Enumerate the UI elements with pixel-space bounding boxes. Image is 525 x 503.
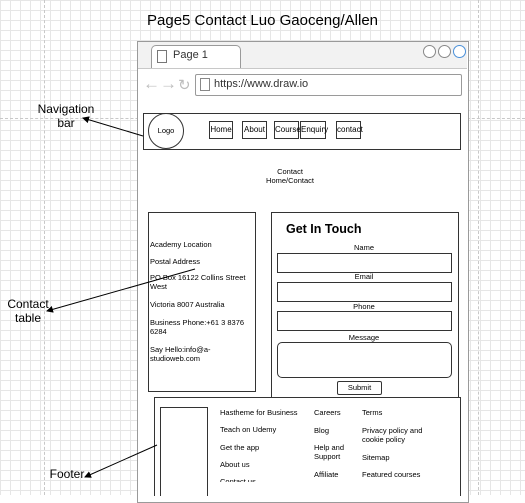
nav-enquiry-button[interactable]: Enquiry bbox=[300, 121, 328, 139]
refresh-icon[interactable]: ↻ bbox=[178, 77, 191, 94]
name-label: Name bbox=[353, 243, 374, 252]
nav-about-button[interactable]: About bbox=[242, 121, 267, 139]
footer-link[interactable]: Privacy policy and cookie policy bbox=[362, 426, 423, 444]
name-field[interactable] bbox=[277, 253, 452, 273]
footer-link[interactable]: Affiliate bbox=[314, 470, 339, 479]
nav-course-button[interactable]: Course bbox=[274, 121, 301, 139]
annotation-navigation-bar: Navigation bar bbox=[37, 102, 95, 130]
annotation-contact-table: Contact table bbox=[7, 297, 49, 325]
footer-link[interactable]: Blog bbox=[314, 426, 330, 435]
footer-link[interactable]: Help and Support bbox=[314, 443, 345, 461]
window-button-icon[interactable] bbox=[453, 45, 466, 58]
browser-tab[interactable] bbox=[151, 45, 241, 68]
page-icon bbox=[157, 50, 167, 63]
address-bar[interactable] bbox=[195, 74, 462, 96]
email-label: Email bbox=[354, 272, 374, 281]
footer-link[interactable]: Featured courses bbox=[362, 470, 421, 479]
nav-home-button[interactable]: Home bbox=[209, 121, 233, 139]
footer-logo-box bbox=[160, 407, 208, 496]
forward-arrow-icon[interactable]: → bbox=[160, 74, 177, 93]
back-arrow-icon[interactable]: ← bbox=[143, 74, 160, 93]
guide-line-vertical bbox=[478, 0, 479, 495]
contact-postal-address: PO Box 16122 Collins Street West bbox=[150, 273, 246, 291]
browser-tab-label: Page 1 bbox=[173, 49, 208, 61]
page-icon bbox=[200, 78, 210, 91]
phone-field[interactable] bbox=[277, 311, 452, 331]
footer-link[interactable]: Hastheme for Business bbox=[220, 408, 298, 417]
breadcrumb: Home/Contact bbox=[266, 176, 314, 185]
contact-region: Victoria 8007 Australia bbox=[150, 300, 225, 309]
footer-link[interactable]: Careers bbox=[314, 408, 341, 417]
nav-contact-button[interactable]: contact bbox=[336, 121, 363, 139]
contact-phone: Business Phone:+61 3 8376 6284 bbox=[150, 318, 245, 336]
diagram-title: Page5 Contact Luo Gaoceng/Allen bbox=[147, 12, 378, 29]
address-url: https://www.draw.io bbox=[214, 78, 309, 90]
hero-title: Contact bbox=[277, 167, 303, 176]
arrow-contact-table bbox=[46, 268, 196, 313]
form-title: Get In Touch bbox=[286, 222, 362, 236]
email-field[interactable] bbox=[277, 282, 452, 302]
phone-label: Phone bbox=[353, 302, 375, 311]
logo[interactable]: Logo bbox=[148, 113, 184, 149]
contact-postal-label: Postal Address bbox=[150, 257, 201, 266]
message-label: Message bbox=[348, 333, 380, 342]
submit-button[interactable]: Submit bbox=[337, 381, 382, 395]
contact-table bbox=[148, 212, 256, 392]
footer-link[interactable]: Terms bbox=[362, 408, 383, 417]
footer-link[interactable]: About us bbox=[220, 460, 250, 469]
window-button-icon[interactable] bbox=[423, 45, 436, 58]
arrow-footer bbox=[84, 444, 158, 478]
contact-email: Say Hello:info@a-studioweb.com bbox=[150, 345, 211, 363]
annotation-footer: Footer bbox=[49, 467, 85, 481]
guide-line-vertical bbox=[44, 0, 45, 495]
arrow-navigation-bar bbox=[82, 116, 144, 137]
message-field[interactable] bbox=[277, 342, 452, 378]
window-button-icon[interactable] bbox=[438, 45, 451, 58]
footer-link[interactable]: Contact us bbox=[220, 477, 256, 482]
footer-link[interactable]: Sitemap bbox=[362, 453, 390, 462]
footer-link[interactable]: Teach on Udemy bbox=[220, 425, 277, 434]
contact-location: Academy Location bbox=[150, 240, 212, 249]
footer-link[interactable]: Get the app bbox=[220, 443, 260, 452]
